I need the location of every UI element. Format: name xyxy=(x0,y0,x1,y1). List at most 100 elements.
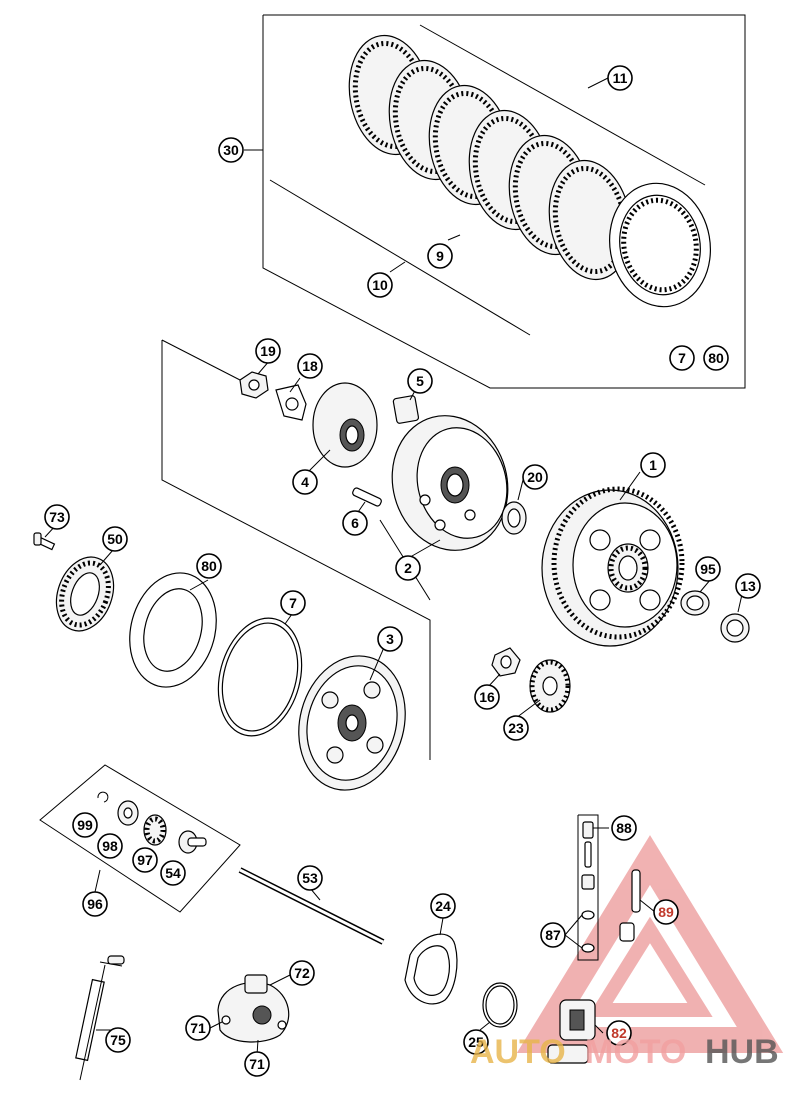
slave-cylinder-part xyxy=(217,974,290,1043)
watermark-hub: HUB xyxy=(705,1033,779,1071)
callout-label: 75 xyxy=(110,1032,126,1048)
callout-label: 71 xyxy=(249,1056,265,1072)
callout-73: 73 xyxy=(44,504,70,530)
bleed-syringe-part xyxy=(75,955,125,1081)
seal-ring-part xyxy=(482,982,518,1028)
callout-99: 99 xyxy=(72,812,98,838)
callout-11: 11 xyxy=(607,65,633,91)
bleeder-kit-frame xyxy=(577,814,599,961)
callout-97: 97 xyxy=(132,847,158,873)
spring-plate-part xyxy=(55,556,115,632)
bearing-kit-frame xyxy=(39,764,241,913)
pin-part xyxy=(352,487,382,507)
callout-label: 97 xyxy=(137,852,153,868)
callout-label: 54 xyxy=(165,865,181,881)
callout-label: 87 xyxy=(545,927,561,943)
callout-20: 20 xyxy=(522,464,548,490)
callout-24: 24 xyxy=(430,893,456,919)
gasket-part xyxy=(404,933,458,1005)
callout-3: 3 xyxy=(377,626,403,652)
callout-95: 95 xyxy=(695,556,721,582)
callout-80: 80 xyxy=(196,553,222,579)
primary-gear-part xyxy=(529,659,571,713)
thrust-washer-part xyxy=(501,501,527,535)
callout-88: 88 xyxy=(611,815,637,841)
watermark-auto: AUTO xyxy=(470,1033,566,1071)
callout-72: 72 xyxy=(289,960,315,986)
watermark-text: AUTO MOTO HUB xyxy=(470,1033,779,1071)
watermark-logo xyxy=(516,835,784,1053)
callout-label: 25 xyxy=(468,1034,484,1050)
callout-19: 19 xyxy=(255,338,281,364)
callout-label: 20 xyxy=(527,469,543,485)
gear-nut-part xyxy=(491,647,521,677)
callout-label: 3 xyxy=(386,631,394,647)
callout-80: 80 xyxy=(703,345,729,371)
callout-23: 23 xyxy=(503,715,529,741)
callout-label: 89 xyxy=(658,904,674,920)
callout-2: 2 xyxy=(395,555,421,581)
push-rod-part xyxy=(238,867,385,945)
callout-label: 88 xyxy=(616,820,632,836)
watermark-moto: MOTO xyxy=(585,1033,686,1071)
callout-96: 96 xyxy=(82,891,108,917)
callout-1: 1 xyxy=(640,452,666,478)
callout-label: 9 xyxy=(436,248,444,264)
callout-label: 80 xyxy=(201,558,217,574)
callout-label: 50 xyxy=(107,531,123,547)
callout-label: 98 xyxy=(102,838,118,854)
damper-part xyxy=(392,395,420,424)
callout-label: 71 xyxy=(190,1020,206,1036)
callout-label: 2 xyxy=(404,560,412,576)
callout-label: 80 xyxy=(708,350,724,366)
callout-71: 71 xyxy=(185,1015,211,1041)
callout-label: 1 xyxy=(649,457,657,473)
callout-4: 4 xyxy=(292,469,318,495)
callout-label: 19 xyxy=(260,343,276,359)
clutch-plates xyxy=(269,24,712,336)
callout-label: 82 xyxy=(611,1025,627,1041)
nut-part xyxy=(239,371,269,399)
callout-label: 99 xyxy=(77,817,93,833)
friction-disc-part xyxy=(129,572,217,688)
callout-5: 5 xyxy=(407,368,433,394)
callout-9: 9 xyxy=(427,243,453,269)
callout-87: 87 xyxy=(540,922,566,948)
bushing-part xyxy=(720,613,750,643)
callout-10: 10 xyxy=(367,272,393,298)
callout-13: 13 xyxy=(735,573,761,599)
callout-label: 23 xyxy=(508,720,524,736)
callout-label: 7 xyxy=(678,350,686,366)
bolt-part xyxy=(33,532,56,551)
callout-label: 24 xyxy=(435,898,451,914)
bleeder-kit-parts xyxy=(581,821,641,953)
callout-label: 5 xyxy=(416,373,424,389)
pressure-plate-part xyxy=(391,415,509,551)
o-ring-part xyxy=(217,617,303,737)
callout-label: 11 xyxy=(613,70,628,86)
callout-54: 54 xyxy=(160,860,186,886)
callout-label: 53 xyxy=(302,870,318,886)
needle-bearing-part xyxy=(680,590,710,616)
callout-71: 71 xyxy=(244,1051,270,1077)
callout-25: 25 xyxy=(463,1029,489,1055)
callout-label: 96 xyxy=(87,896,103,912)
callout-82: 82 xyxy=(606,1020,632,1046)
callout-label: 72 xyxy=(294,965,310,981)
callout-98: 98 xyxy=(97,833,123,859)
clutch-pack-frame xyxy=(244,14,746,389)
callout-18: 18 xyxy=(297,353,323,379)
clutch-basket-part xyxy=(541,486,685,647)
callout-label: 7 xyxy=(289,595,297,611)
inner-hub-part xyxy=(312,382,378,468)
callout-7: 7 xyxy=(280,590,306,616)
callout-label: 73 xyxy=(49,509,65,525)
callout-30: 30 xyxy=(218,137,244,163)
callout-label: 16 xyxy=(479,689,495,705)
callout-6: 6 xyxy=(342,510,368,536)
callout-50: 50 xyxy=(102,526,128,552)
callout-89: 89 xyxy=(653,899,679,925)
callout-label: 6 xyxy=(351,515,359,531)
callout-75: 75 xyxy=(105,1027,131,1053)
bearing-kit-parts xyxy=(97,791,207,854)
